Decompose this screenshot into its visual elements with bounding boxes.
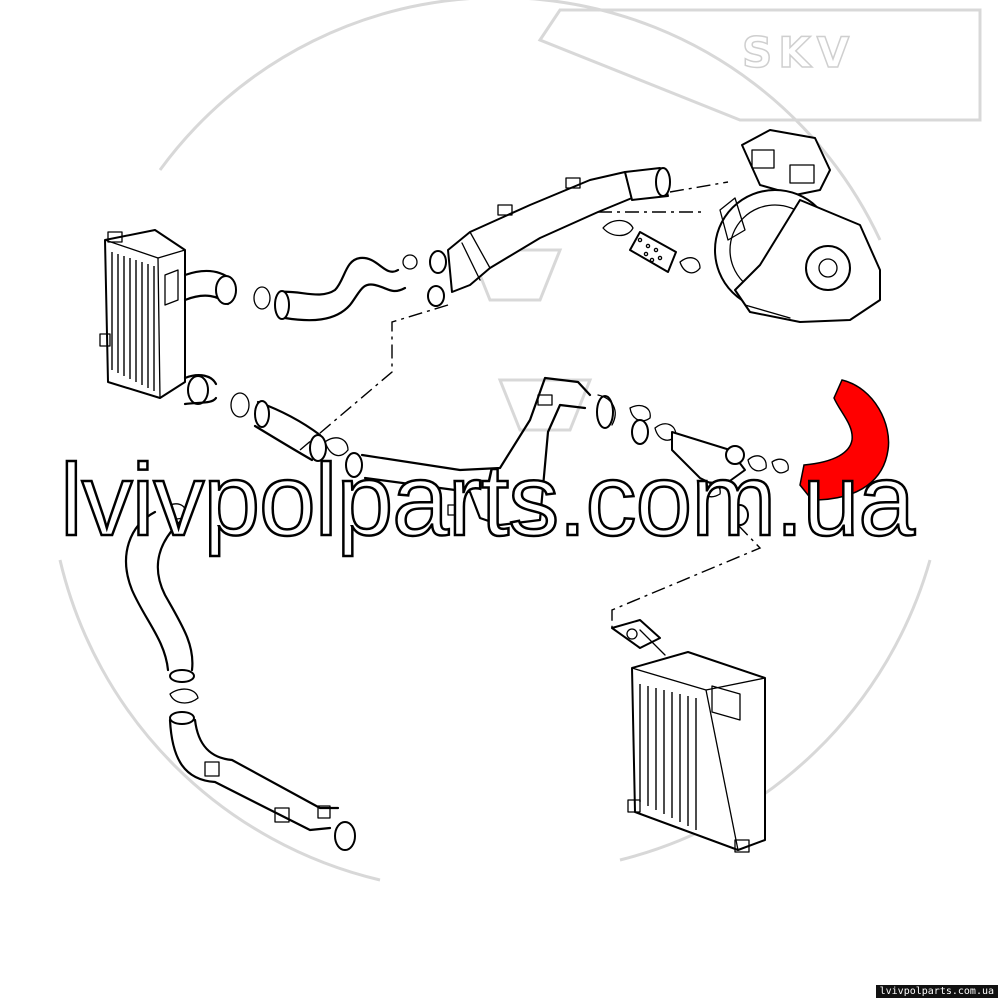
intercooler-upper-left (99, 229, 186, 399)
intercooler-lower-right (611, 619, 766, 853)
brand-watermark: SKV (741, 27, 856, 78)
turbocharger (714, 129, 881, 323)
upper-charge-pipe (183, 167, 671, 322)
site-watermark-text: lvivpolparts.com.ua (59, 442, 917, 559)
lower-left-pipe (124, 503, 356, 851)
assembly-guide-lines (299, 181, 762, 632)
background-watermark (58, 0, 982, 882)
footer-url-badge: lvivpolparts.com.ua (875, 985, 998, 998)
middle-charge-pipe (183, 374, 789, 527)
red-boost-hose (799, 379, 890, 501)
turbo-small-hose (602, 219, 701, 274)
